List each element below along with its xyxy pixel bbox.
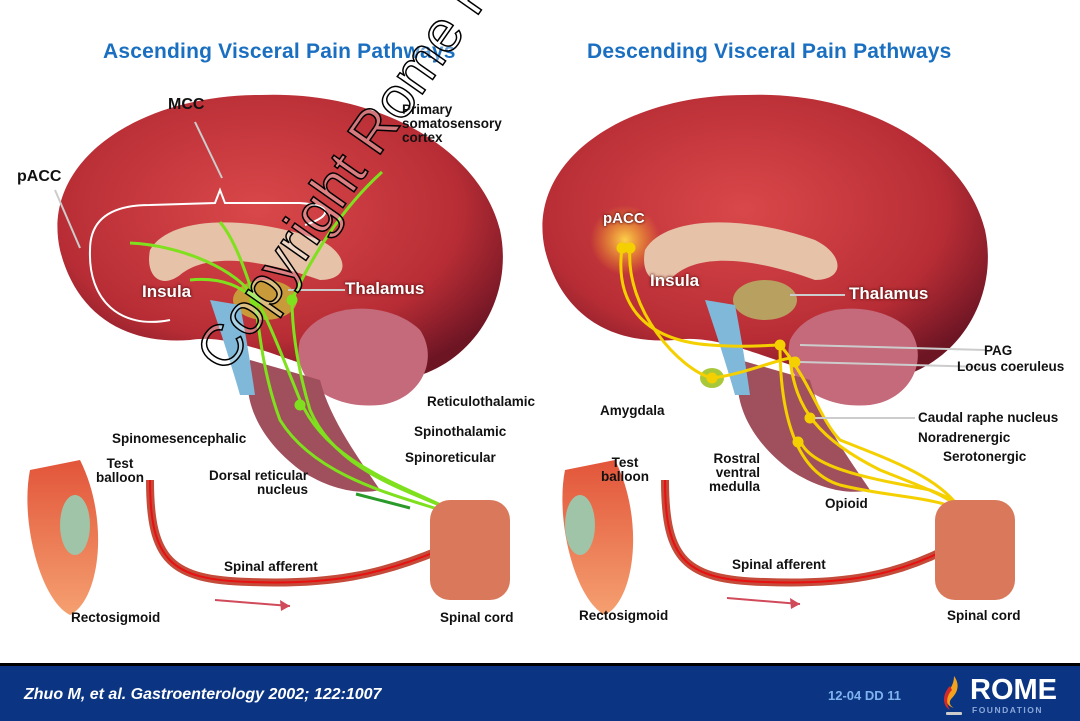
label-spinal-afferent-right: Spinal afferent [732,557,826,572]
label-test-balloon-left: Test balloon [96,456,144,485]
logo-subtext: FOUNDATION [972,705,1044,715]
right-spinal-cord-shape [935,500,1015,600]
right-lower-anatomy [562,460,1015,615]
label-spinal-cord-right: Spinal cord [947,608,1021,623]
right-cerebellum [788,308,918,406]
label-pacc-left: pACC [17,168,62,185]
left-title: Ascending Visceral Pain Pathways [103,40,456,63]
left-corpus-callosum [149,222,343,281]
label-rectosigmoid-right: Rectosigmoid [579,608,669,623]
left-ascending-pathways [129,170,471,528]
label-opioid: Opioid [825,496,868,511]
label-mcc: MCC [168,96,205,113]
right-title: Descending Visceral Pain Pathways [587,40,952,63]
slide-code: 12-04 DD 11 [828,688,901,703]
left-spinal-cord-shape [430,500,510,600]
label-spinomesencephalic: Spinomesencephalic [112,431,247,446]
label-dorsal-reticular: Dorsal reticular nucleus [208,468,308,497]
right-brain [542,94,988,492]
label-pacc-right: pACC [603,210,645,227]
right-brainstem [737,360,870,492]
label-locus-coeruleus: Locus coeruleus [957,359,1065,374]
label-test-balloon-right: Test balloon [601,455,649,484]
left-ventricle [210,300,255,395]
label-spinal-cord-left: Spinal cord [440,610,514,625]
logo-text: ROME [970,674,1057,706]
citation: Zhuo M, et al. Gastroenterology 2002; 12… [24,686,382,703]
label-insula-left: Insula [142,282,192,301]
label-serotonergic: Serotonergic [943,449,1027,464]
right-test-balloon-shape [565,495,595,555]
right-thalamus-shape [733,280,797,320]
label-reticulothalamic: Reticulothalamic [427,394,536,409]
footer-bar: Zhuo M, et al. Gastroenterology 2002; 12… [0,663,1080,721]
label-amygdala: Amygdala [600,403,665,418]
label-spinothalamic: Spinothalamic [414,424,507,439]
left-lower-anatomy [27,460,510,615]
label-spinal-afferent-left: Spinal afferent [224,559,318,574]
rome-foundation-logo: ROME FOUNDATION [940,672,1070,718]
pathway-diagram [27,94,1015,615]
left-pacc-bracket [88,249,171,323]
flame-icon [944,676,962,715]
label-primary-cortex: Primary somatosensory cortex [402,102,502,145]
left-cerebellum [298,308,428,406]
label-spinoreticular: Spinoreticular [405,450,496,465]
left-brain [54,94,503,492]
label-caudal-raphe: Caudal raphe nucleus [918,410,1059,425]
label-thalamus-right: Thalamus [849,284,929,303]
label-pag: PAG [984,343,1013,358]
label-insula-right: Insula [650,271,700,290]
label-noradrenergic: Noradrenergic [918,430,1011,445]
label-rectosigmoid-left: Rectosigmoid [71,610,161,625]
label-rostral-ventral-medulla: Rostral ventral medulla [708,451,760,494]
label-thalamus-left: Thalamus [345,279,425,298]
left-mcc-bracket [89,187,327,251]
right-corpus-callosum [644,222,838,281]
left-test-balloon-shape [60,495,90,555]
